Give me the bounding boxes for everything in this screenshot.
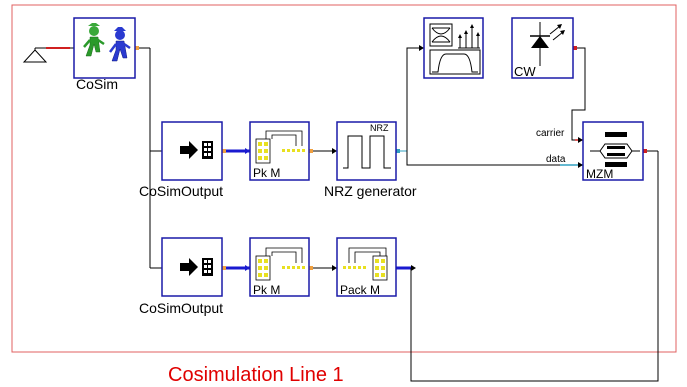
unpack-icon xyxy=(255,247,305,281)
wires xyxy=(46,47,659,382)
spectrum-icon xyxy=(458,24,480,49)
data-port-label: data xyxy=(546,154,566,165)
nrz-generator-block[interactable]: NRZ NRZ generator xyxy=(324,121,417,199)
pack-icon xyxy=(343,247,388,281)
pkm-label-1: Pk M xyxy=(253,166,280,180)
packm-block[interactable]: Pack M xyxy=(336,237,397,297)
cosim-output-block-1[interactable]: CoSimOutput xyxy=(139,121,223,199)
nrz-waveform-icon xyxy=(343,135,391,169)
grid-port-icon xyxy=(202,258,213,276)
wire-packm-loop xyxy=(410,151,659,382)
carrier-port-label: carrier xyxy=(536,128,565,139)
eye-diagram-icon xyxy=(429,23,453,47)
cosim-output-label-2: CoSimOutput xyxy=(139,300,223,316)
unpack-icon xyxy=(255,130,305,164)
arrow-right-icon xyxy=(180,141,198,159)
cw-laser-block[interactable]: CW xyxy=(511,17,574,79)
wire-nrz-mzm-data xyxy=(406,151,583,166)
pkm-block-1[interactable]: Pk M xyxy=(249,121,310,181)
cosim-output-label-1: CoSimOutput xyxy=(139,183,223,199)
group-title: Cosimulation Line 1 xyxy=(168,364,344,386)
packm-label: Pack M xyxy=(340,283,380,297)
wire-nrz-scope xyxy=(406,47,424,151)
cosim-figures-icon xyxy=(83,23,131,62)
port-dots xyxy=(135,46,647,270)
pkm-label-2: Pk M xyxy=(253,283,280,297)
cosim-block[interactable]: CoSim xyxy=(73,17,136,92)
mzm-label: MZM xyxy=(586,167,613,181)
nrz-inner-label: NRZ xyxy=(370,123,389,133)
pulse-shape-icon xyxy=(429,49,481,75)
cosim-output-block-2[interactable]: CoSimOutput xyxy=(139,237,223,316)
arrowheads xyxy=(74,45,583,271)
cw-label: CW xyxy=(514,64,536,79)
wire-cw-carrier xyxy=(571,47,586,141)
laser-diode-icon xyxy=(530,22,565,66)
mzm-block[interactable]: MZM xyxy=(582,121,644,181)
modulator-icon xyxy=(590,132,640,167)
source-terminal-icon[interactable] xyxy=(22,47,48,63)
grid-port-icon xyxy=(202,141,213,159)
visualizer-block[interactable] xyxy=(423,17,484,79)
cosim-label: CoSim xyxy=(76,76,118,92)
pkm-block-2[interactable]: Pk M xyxy=(249,237,310,297)
nrz-label: NRZ generator xyxy=(324,183,417,199)
arrow-right-icon xyxy=(180,258,198,276)
group-frame xyxy=(11,4,677,353)
